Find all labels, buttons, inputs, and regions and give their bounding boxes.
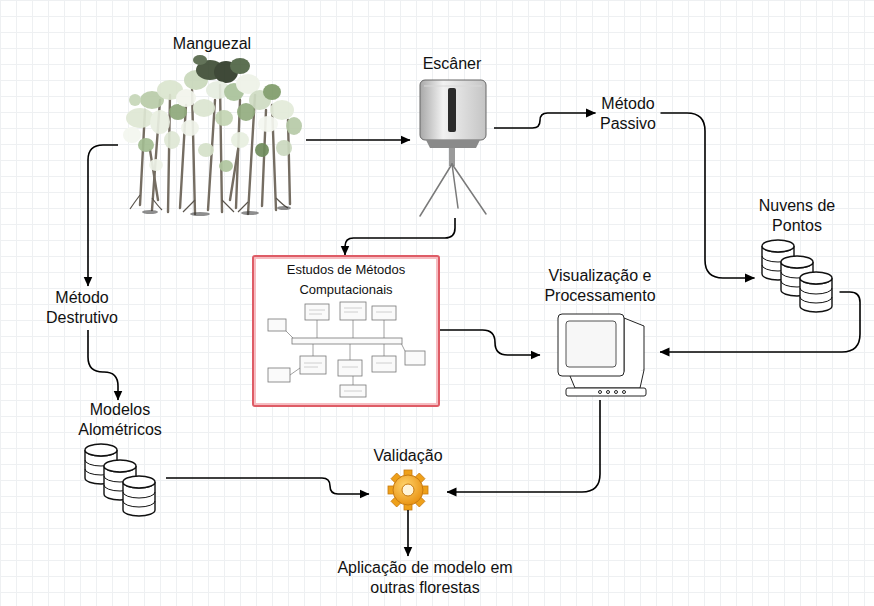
monitor-icon [558, 314, 646, 396]
scanner-icon [420, 80, 486, 216]
connector-arrow [345, 218, 455, 255]
illustrated-node: Manguezal [118, 34, 306, 218]
gear-icon [388, 470, 428, 510]
node-label: Escâner [410, 54, 494, 74]
node-label: Nuvens de Pontos [755, 196, 840, 236]
illustrated-node: Modelos Alométricos [74, 400, 166, 516]
node-label: Modelos Alométricos [74, 400, 166, 440]
node-label: Aplicação de modelo em outras florestas [333, 556, 517, 598]
connector-arrow [306, 139, 410, 141]
node-label: Método Passivo [596, 92, 661, 134]
database-icon [762, 240, 832, 312]
connector-arrow [661, 113, 755, 278]
text-node: Aplicação de modelo em outras florestas [333, 556, 517, 600]
illustrated-node: Validação [369, 446, 447, 510]
connector-arrow [88, 330, 118, 400]
connector-arrow [88, 145, 118, 286]
database-icon [85, 444, 155, 516]
process-box: Estudos de Métodos Computacionais [252, 255, 440, 407]
connector-arrow [447, 400, 600, 492]
connector-arrow [660, 292, 860, 352]
node-label: Método Destrutivo [42, 286, 123, 328]
connector-arrow [407, 510, 409, 556]
mangrove-illustration [123, 55, 302, 216]
connector-arrow [166, 478, 369, 494]
illustrated-node: Nuvens de Pontos [755, 196, 840, 312]
text-node: Método Passivo [596, 92, 661, 136]
illustrated-node: Escâner [410, 54, 494, 218]
connector-arrow [440, 330, 540, 355]
node-label: Visualização e Processamento [540, 266, 660, 306]
connector-arrow [494, 113, 596, 128]
illustrated-node: Visualização e Processamento [540, 266, 660, 400]
flowchart-thumbnail [254, 257, 438, 405]
node-label: Manguezal [118, 34, 306, 54]
text-node: Método Destrutivo [42, 286, 123, 330]
node-label: Estudos de Métodos Computacionais [266, 257, 426, 300]
node-label: Validação [369, 446, 447, 466]
